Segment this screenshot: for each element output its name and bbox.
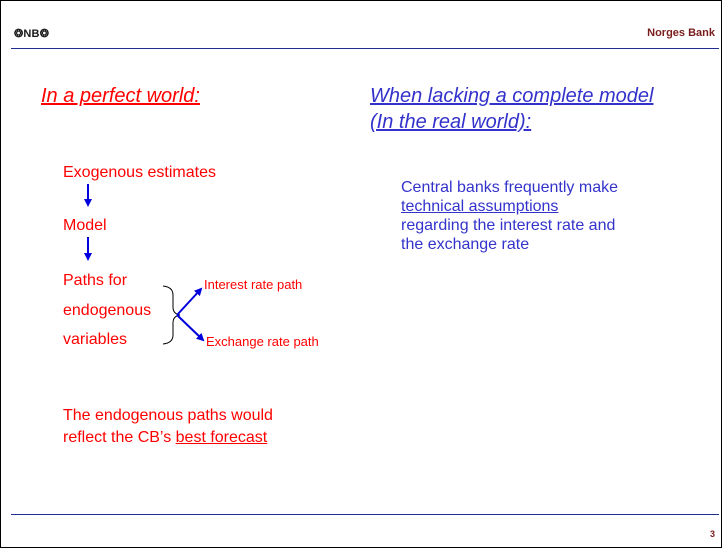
best-forecast-text: best forecast (175, 429, 268, 446)
curly-brace (162, 285, 181, 345)
step-model: Model (63, 217, 107, 234)
bottom-divider (11, 514, 719, 515)
brand-name: Norges Bank (647, 27, 715, 39)
technical-assumptions-text: technical assumptions (401, 198, 559, 215)
right-text-line3: regarding the interest rate and (401, 217, 616, 234)
conclusion-line1: The endogenous paths would (63, 407, 273, 424)
step-exogenous: Exogenous estimates (63, 164, 216, 181)
right-heading-line1: When lacking a complete model (370, 85, 654, 107)
right-heading-line2: (In the real world): (370, 111, 532, 133)
step-paths-line1: Paths for (63, 272, 128, 289)
conclusion-prefix: reflect the CB’s (63, 429, 176, 446)
right-text-line1: Central banks frequently make (401, 179, 618, 196)
left-heading: In a perfect world: (41, 85, 200, 107)
top-divider (11, 48, 719, 49)
page-number: 3 (709, 529, 715, 539)
arrow-to-exchange-rate (176, 314, 205, 342)
exchange-rate-path: Exchange rate path (206, 334, 319, 349)
arrow-to-interest-rate (176, 287, 203, 316)
conclusion-line2: reflect the CB’s best forecast (63, 429, 267, 447)
step-paths-line3: variables (63, 331, 128, 348)
step-paths-line2: endogenous (63, 302, 152, 319)
norges-bank-logo: ❂NB❂ (14, 28, 50, 40)
right-text-line4: the exchange rate (401, 236, 530, 253)
interest-rate-path: Interest rate path (204, 277, 303, 292)
